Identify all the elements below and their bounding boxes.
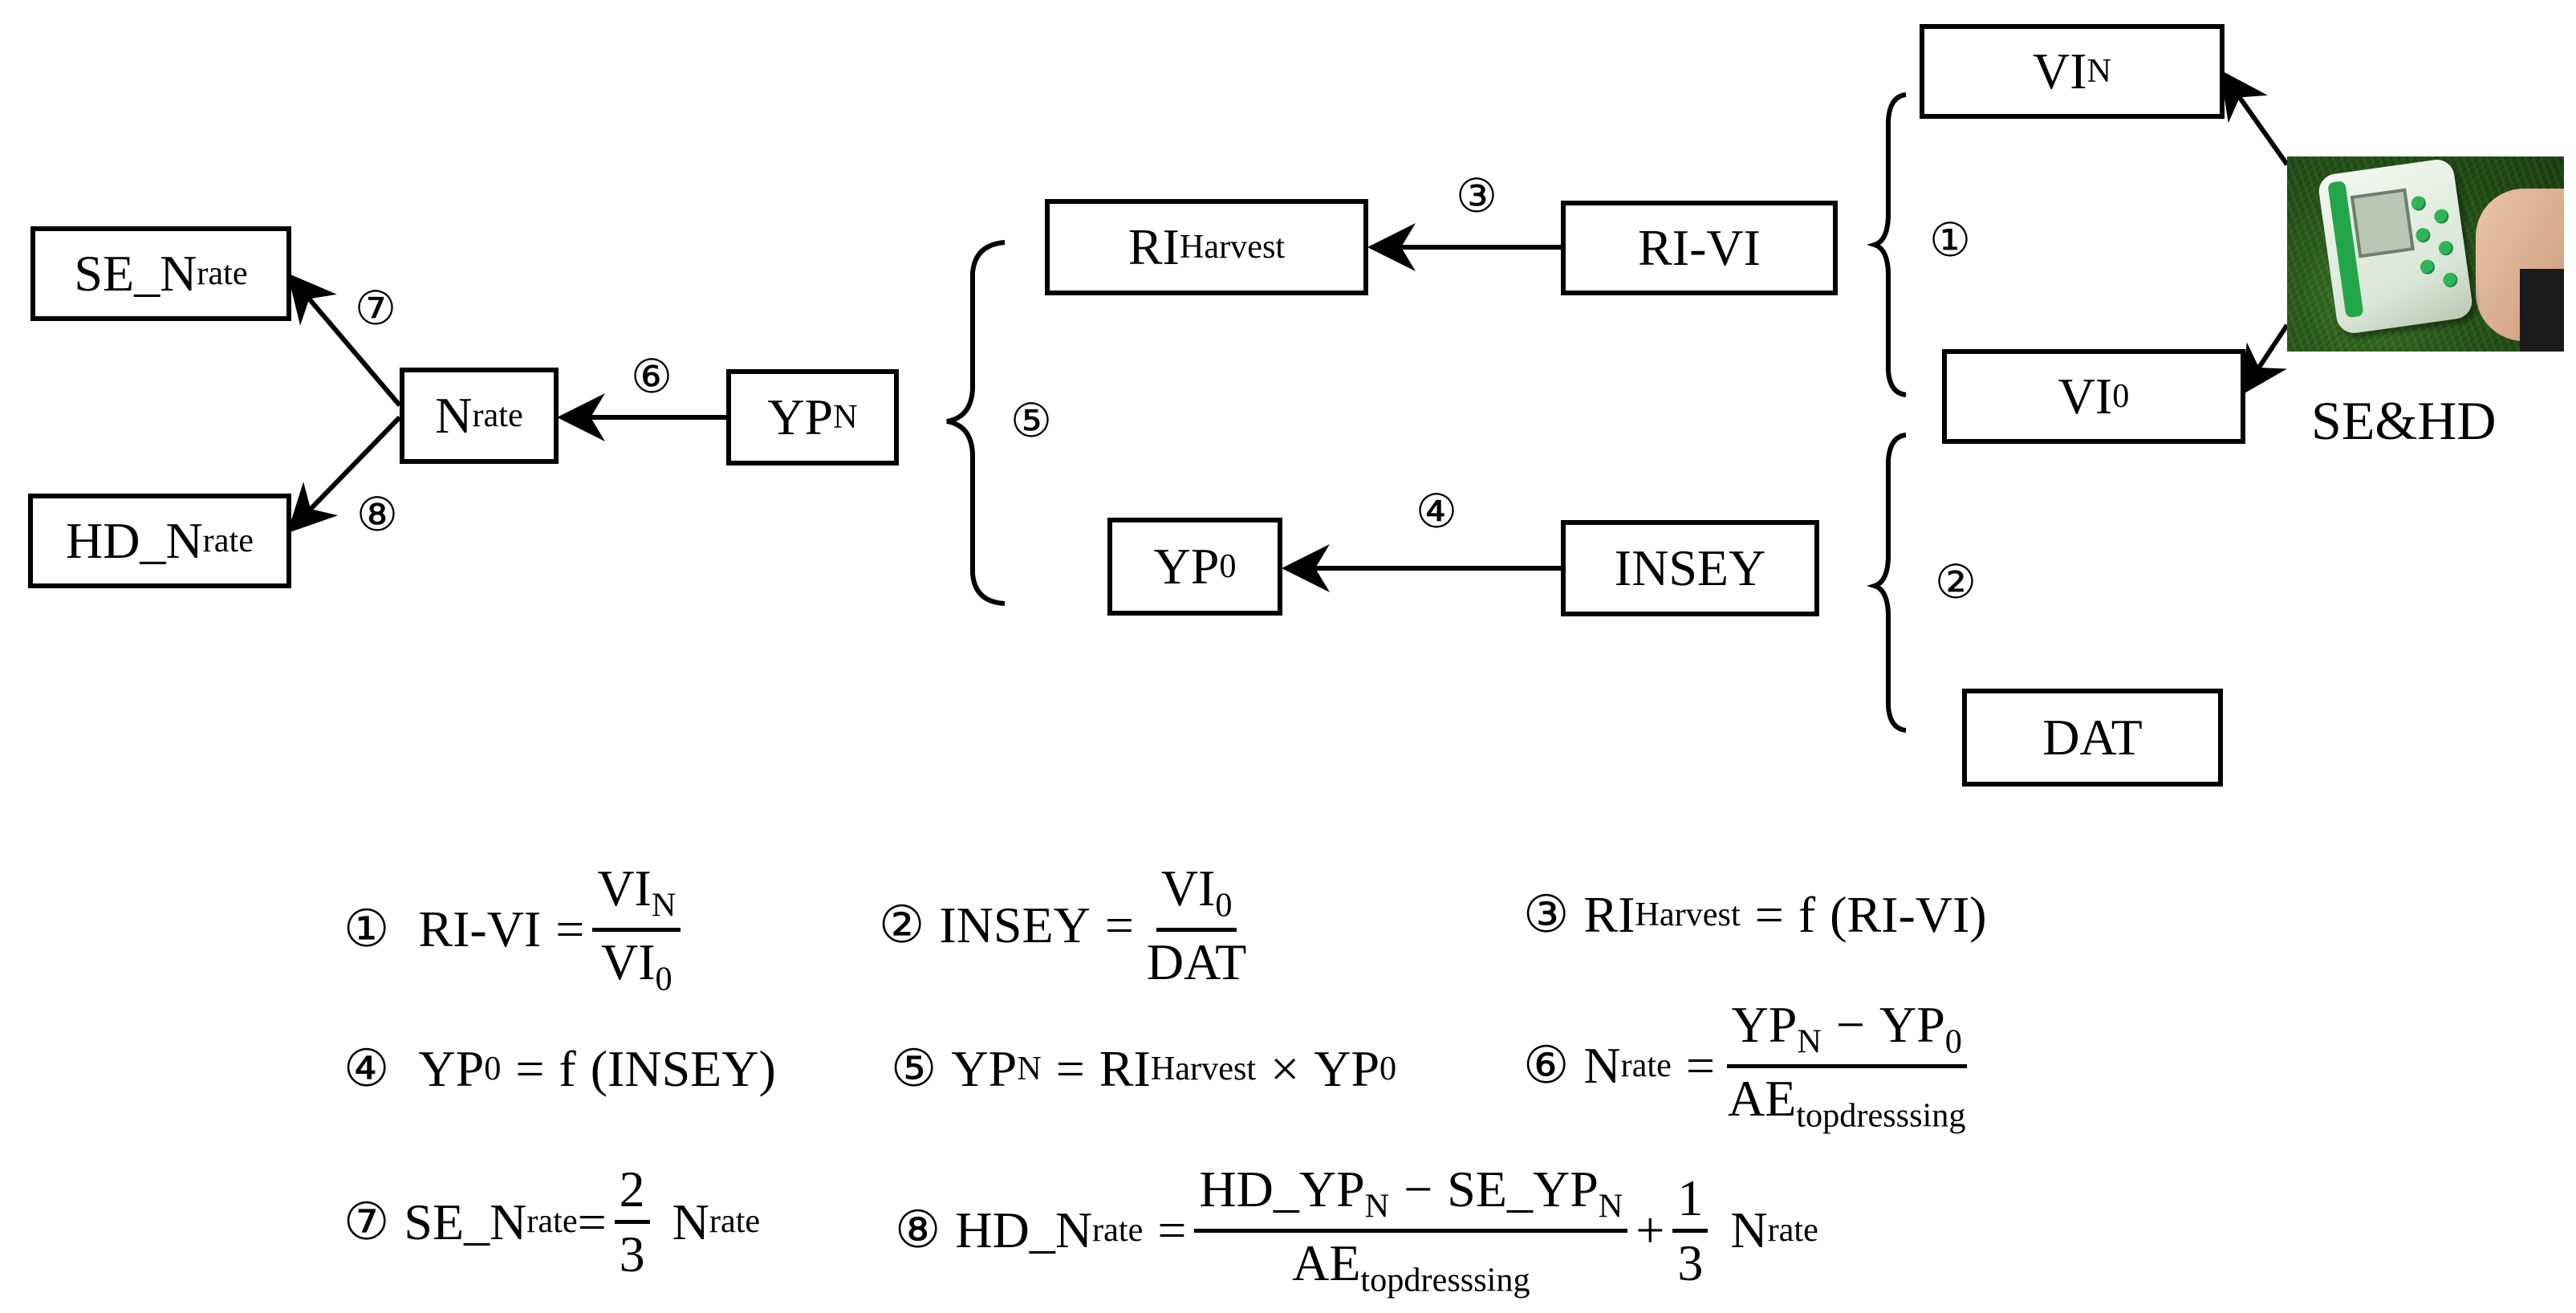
node-rivi-main: RI-VI bbox=[1638, 219, 1761, 276]
formula-8-step: ⑧ bbox=[895, 1201, 941, 1259]
formula-6-step: ⑥ bbox=[1523, 1037, 1570, 1095]
step-label-1: ① bbox=[1929, 214, 1971, 266]
brace-step5 bbox=[946, 240, 1006, 606]
step-label-7: ⑦ bbox=[355, 283, 396, 335]
sleeve-shape bbox=[2520, 269, 2564, 352]
formula-2-fraction: VI0 DAT bbox=[1146, 860, 1247, 990]
device-label: SE&HD bbox=[2311, 390, 2497, 451]
node-hd-nrate-main: HD_N bbox=[66, 512, 203, 569]
formula-8-fraction-third: 1 3 bbox=[1672, 1172, 1709, 1289]
device-button bbox=[2419, 258, 2436, 275]
node-yp0-sub: 0 bbox=[1219, 547, 1237, 585]
formula-2-lhs: INSEY bbox=[939, 896, 1091, 953]
formula-1-fraction: VIN VI0 bbox=[592, 863, 681, 997]
formula-8-fraction: HD_YPN−SE_YPN AEtopdresssing bbox=[1194, 1164, 1628, 1298]
formula-1-lhs: RI-VI bbox=[418, 900, 542, 958]
device-button bbox=[2442, 271, 2459, 289]
sensor-device-icon bbox=[2316, 157, 2475, 335]
step-label-8: ⑧ bbox=[356, 489, 398, 541]
arrow-nrate-to-se bbox=[287, 273, 402, 407]
formula-5-step: ⑤ bbox=[891, 1040, 937, 1097]
formula-7-step: ⑦ bbox=[343, 1193, 390, 1250]
node-se-nrate-main: SE_N bbox=[74, 245, 197, 302]
node-dat: DAT bbox=[1962, 689, 2223, 787]
node-insey: INSEY bbox=[1561, 520, 1819, 616]
formula-2: ② INSEY = VI0 DAT bbox=[879, 863, 1259, 988]
step-label-6: ⑥ bbox=[631, 351, 672, 403]
formula-2-eq: = bbox=[1104, 896, 1134, 953]
arrow-device-to-vin bbox=[2220, 70, 2290, 166]
formula-1-eq: = bbox=[555, 900, 585, 958]
node-riharvest-main: RI bbox=[1128, 218, 1180, 275]
node-vi0-main: VI bbox=[2058, 368, 2113, 425]
formula-1-step: ① bbox=[343, 900, 390, 958]
formula-6-fraction: YPN−YP0 AEtopdresssing bbox=[1726, 996, 1967, 1135]
node-yp0-main: YP bbox=[1153, 538, 1220, 595]
device-button bbox=[2415, 226, 2432, 244]
step-label-2: ② bbox=[1935, 556, 1977, 608]
brace-step2 bbox=[1866, 433, 1907, 733]
step-label-5: ⑤ bbox=[1010, 395, 1052, 447]
device-button bbox=[2437, 240, 2455, 257]
step-label-3: ③ bbox=[1456, 170, 1497, 222]
step-label-4: ④ bbox=[1416, 486, 1457, 538]
device-button bbox=[2433, 208, 2450, 225]
arrow-device-to-vi0 bbox=[2240, 323, 2290, 396]
brace-step1 bbox=[1866, 92, 1907, 397]
node-ypn-sub: N bbox=[833, 397, 858, 436]
node-se-nrate-sub: rate bbox=[197, 254, 248, 292]
node-vin-main: VI bbox=[2032, 43, 2087, 100]
node-vi0-sub: 0 bbox=[2112, 376, 2130, 415]
node-dat-main: DAT bbox=[2042, 709, 2143, 766]
arrow-nrate-to-hd bbox=[286, 415, 402, 534]
formula-4-step: ④ bbox=[343, 1040, 390, 1097]
node-riharvest-sub: Harvest bbox=[1179, 227, 1286, 266]
node-rivi: RI-VI bbox=[1561, 201, 1838, 295]
formula-7-fraction: 2 3 bbox=[614, 1164, 650, 1280]
node-insey-main: INSEY bbox=[1614, 539, 1766, 596]
device-screen bbox=[2350, 188, 2415, 258]
formula-2-step: ② bbox=[879, 896, 925, 953]
node-vin-sub: N bbox=[2086, 51, 2112, 90]
node-ypn-main: YP bbox=[767, 388, 834, 445]
formula-1: ① RI-VI = VIN VI0 bbox=[343, 863, 689, 997]
formula-3-step: ③ bbox=[1523, 886, 1570, 943]
node-nrate-sub: rate bbox=[472, 396, 523, 434]
device-button bbox=[2410, 195, 2427, 212]
node-nrate-main: N bbox=[435, 387, 473, 444]
node-hd-nrate-sub: rate bbox=[202, 521, 254, 559]
device-photo bbox=[2287, 157, 2564, 352]
